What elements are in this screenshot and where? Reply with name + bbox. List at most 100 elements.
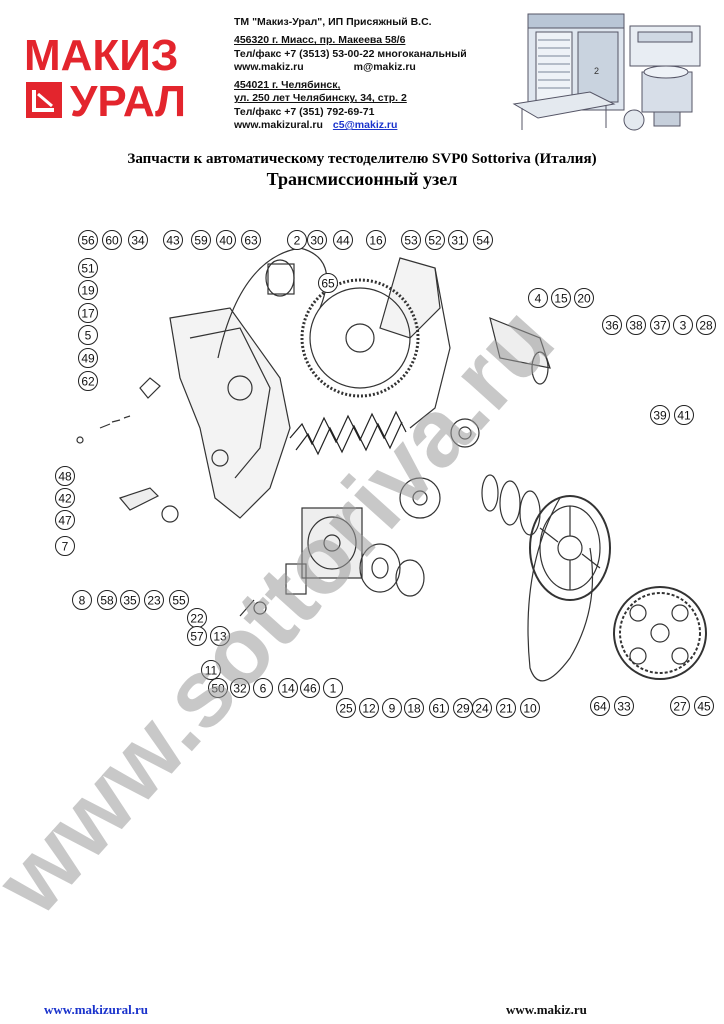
logo-text-line1: МАКИЗ — [24, 31, 178, 80]
callout-number: 53 — [404, 234, 418, 248]
callout-47: 47 — [55, 510, 75, 530]
callout-56: 56 — [78, 230, 98, 250]
callout-15: 15 — [551, 288, 571, 308]
email-makiz[interactable]: m@makiz.ru — [353, 60, 416, 73]
parts-drawing — [76, 247, 707, 682]
website-makiz[interactable]: www.makiz.ru — [234, 60, 304, 73]
callout-number: 65 — [321, 277, 335, 291]
callout-16: 16 — [366, 230, 386, 250]
callout-3: 3 — [673, 315, 693, 335]
callout-45: 45 — [694, 696, 714, 716]
footer-link-makizural[interactable]: www.makizural.ru — [44, 1002, 148, 1017]
callout-51: 51 — [78, 258, 98, 278]
contacts-block: ТМ "Макиз-Урал", ИП Присяжный В.С. 45632… — [234, 16, 467, 132]
callout-34: 34 — [128, 230, 148, 250]
callout-61: 61 — [429, 698, 449, 718]
callout-1: 1 — [323, 678, 343, 698]
callout-46: 46 — [300, 678, 320, 698]
phone-chelyabinsk: Тел/факс +7 (351) 792-69-71 — [234, 105, 375, 118]
callout-number: 8 — [79, 594, 86, 608]
callout-52: 52 — [425, 230, 445, 250]
callout-21: 21 — [496, 698, 516, 718]
callout-number: 6 — [260, 682, 267, 696]
callout-number: 27 — [673, 700, 687, 714]
logo-text-line2: УРАЛ — [70, 77, 186, 122]
callout-number: 58 — [100, 594, 114, 608]
phone-miass: Тел/факс +7 (3513) 53-00-22 многоканальн… — [234, 47, 467, 60]
callout-number: 25 — [339, 702, 353, 716]
callout-number: 55 — [172, 594, 186, 608]
callout-number: 24 — [475, 702, 489, 716]
callout-5: 5 — [78, 325, 98, 345]
callout-number: 49 — [81, 352, 95, 366]
callout-number: 63 — [244, 234, 258, 248]
callout-number: 56 — [81, 234, 95, 248]
footer-link-makiz[interactable]: www.makiz.ru — [506, 1002, 587, 1017]
callout-number: 16 — [369, 234, 383, 248]
callout-number: 59 — [194, 234, 208, 248]
callout-48: 48 — [55, 466, 75, 486]
callout-number: 62 — [81, 375, 95, 389]
callout-number: 64 — [593, 700, 607, 714]
callout-54: 54 — [473, 230, 493, 250]
callout-number: 52 — [428, 234, 442, 248]
callout-30: 30 — [307, 230, 327, 250]
callout-number: 14 — [281, 682, 295, 696]
callout-number: 30 — [310, 234, 324, 248]
callout-number: 11 — [205, 664, 218, 678]
callout-29: 29 — [453, 698, 473, 718]
callout-38: 38 — [626, 315, 646, 335]
callout-41: 41 — [674, 405, 694, 425]
callout-number: 61 — [432, 702, 446, 716]
document-subtitle: Трансмиссионный узел — [266, 169, 458, 189]
callout-number: 36 — [605, 319, 619, 333]
callout-number: 43 — [166, 234, 180, 248]
callout-28: 28 — [696, 315, 716, 335]
address-chelyabinsk-street: ул. 250 лет Челябинску, 34, стр. 2 — [234, 92, 407, 105]
callout-11: 11 — [201, 660, 221, 680]
website-makizural[interactable]: www.makizural.ru — [234, 119, 323, 132]
callout-58: 58 — [97, 590, 117, 610]
callout-27: 27 — [670, 696, 690, 716]
callout-42: 42 — [55, 488, 75, 508]
address-chelyabinsk-city: 454021 г. Челябинск, — [234, 79, 341, 92]
callout-31: 31 — [448, 230, 468, 250]
callout-number: 44 — [336, 234, 350, 248]
callout-number: 18 — [407, 702, 421, 716]
callout-57: 57 — [187, 626, 207, 646]
callout-number: 29 — [456, 702, 470, 716]
callout-number: 3 — [680, 319, 687, 333]
callout-6: 6 — [253, 678, 273, 698]
callout-4: 4 — [528, 288, 548, 308]
callout-2: 2 — [287, 230, 307, 250]
email-c5[interactable]: c5@makiz.ru — [332, 119, 398, 132]
callout-53: 53 — [401, 230, 421, 250]
callout-number: 42 — [58, 492, 72, 506]
callout-number: 5 — [85, 329, 92, 343]
callout-25: 25 — [336, 698, 356, 718]
callout-20: 20 — [574, 288, 594, 308]
callout-number: 23 — [147, 594, 161, 608]
callout-59: 59 — [191, 230, 211, 250]
callout-14: 14 — [278, 678, 298, 698]
callout-35: 35 — [120, 590, 140, 610]
callout-number: 50 — [211, 682, 225, 696]
callout-22: 22 — [187, 608, 207, 628]
callout-number: 20 — [577, 292, 591, 306]
svg-text:2: 2 — [594, 66, 599, 76]
callout-number: 38 — [629, 319, 643, 333]
callout-number: 32 — [233, 682, 247, 696]
makiz-ural-logo: МАКИЗ УРАЛ — [22, 30, 227, 122]
callout-number: 31 — [451, 234, 465, 248]
callout-number: 60 — [105, 234, 119, 248]
document-title: Запчасти к автоматическому тестоделителю… — [127, 151, 597, 167]
callout-9: 9 — [382, 698, 402, 718]
callout-number: 9 — [389, 702, 396, 716]
callout-49: 49 — [78, 348, 98, 368]
callout-number: 35 — [123, 594, 137, 608]
callout-32: 32 — [230, 678, 250, 698]
callout-number: 4 — [535, 292, 542, 306]
callout-number: 1 — [330, 682, 337, 696]
